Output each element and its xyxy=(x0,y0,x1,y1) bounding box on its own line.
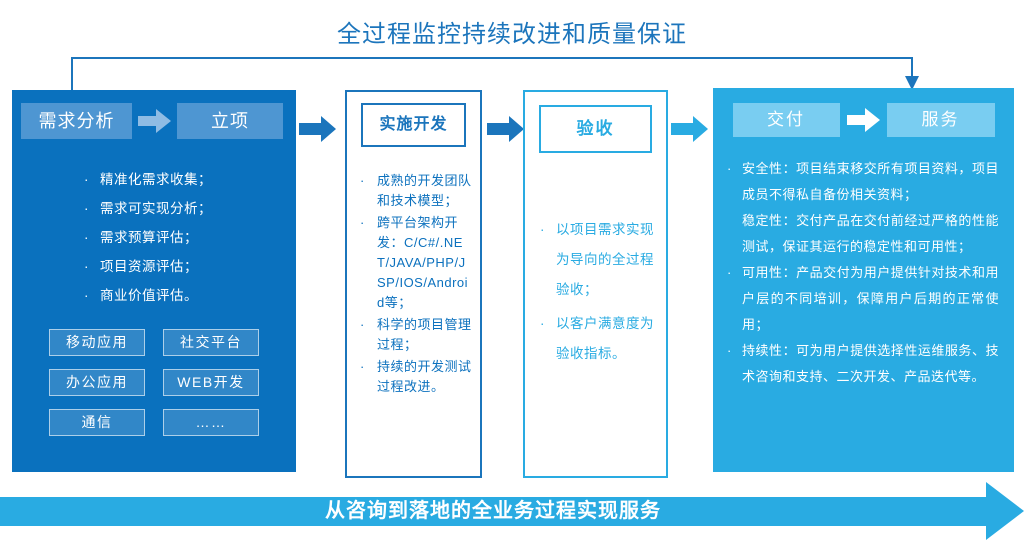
list-item: · 安全性：项目结束移交所有项目资料，项目成员不得私自备份相关资料； xyxy=(727,156,999,208)
arrow-head-icon xyxy=(986,482,1024,540)
delivery-header-row: 交付 服务 xyxy=(713,88,1014,137)
list-item: 稳定性：交付产品在交付前经过严格的性能测试，保证其运行的稳定性和可用性； xyxy=(727,208,999,260)
list-item: · 科学的项目管理过程； xyxy=(360,315,472,355)
list-item: · 需求可实现分析； xyxy=(84,194,296,223)
bullet-text: 以项目需求实现为导向的全过程验收； xyxy=(556,222,654,297)
step-project-approval: 立项 xyxy=(177,103,283,139)
bullet-dot-icon: · xyxy=(727,343,732,358)
development-bullet-list: · 成熟的开发团队和技术模型； · 跨平台架构开发：C/C#/.NET/JAVA/P… xyxy=(347,171,480,397)
flow-arrow-icon xyxy=(671,116,708,142)
application-tag-grid: 移动应用 社交平台 办公应用 WEB开发 通信 …… xyxy=(12,329,296,436)
bullet-dot-icon: · xyxy=(84,288,89,303)
bullet-text: 需求预算评估； xyxy=(100,230,198,245)
list-item: · 项目资源评估； xyxy=(84,252,296,281)
development-panel: 实施开发 · 成熟的开发团队和技术模型； · 跨平台架构开发：C/C#/.NET/J… xyxy=(345,90,482,478)
bullet-dot-icon: · xyxy=(360,215,365,230)
flow-arrow-icon xyxy=(487,116,524,142)
arrow-right-icon xyxy=(846,108,880,132)
bullet-dot-icon: · xyxy=(360,173,365,188)
bottom-banner-label: 从咨询到落地的全业务过程实现服务 xyxy=(325,500,661,522)
bullet-text: 科学的项目管理过程； xyxy=(377,317,472,352)
monitoring-bracket-line xyxy=(71,57,919,96)
bullet-text: 持续的开发测试过程改进。 xyxy=(377,359,472,394)
list-item: · 商业价值评估。 xyxy=(84,281,296,310)
requirements-bullet-list: · 精准化需求收集； · 需求可实现分析； · 需求预算评估； · 项目资源评估； · 商… xyxy=(12,165,296,310)
bullet-dot-icon: · xyxy=(360,317,365,332)
bullet-dot-icon: · xyxy=(84,172,89,187)
step-acceptance: 验收 xyxy=(539,105,652,153)
acceptance-panel: 验收 · 以项目需求实现为导向的全过程验收； · 以客户满意度为验收指标。 xyxy=(523,90,668,478)
tag-web-dev: WEB开发 xyxy=(163,369,259,396)
step-service: 服务 xyxy=(886,103,995,137)
bullet-text: 项目资源评估； xyxy=(100,259,198,274)
acceptance-bullet-list: · 以项目需求实现为导向的全过程验收； · 以客户满意度为验收指标。 xyxy=(525,215,666,369)
list-item: · 持续的开发测试过程改进。 xyxy=(360,357,472,397)
bullet-dot-icon: · xyxy=(84,259,89,274)
bullet-dot-icon xyxy=(727,208,742,260)
bullet-text: 成熟的开发团队和技术模型； xyxy=(377,173,472,208)
step-requirements-analysis: 需求分析 xyxy=(21,103,132,139)
arrow-right-icon xyxy=(138,109,171,133)
bullet-text: 以客户满意度为验收指标。 xyxy=(556,316,654,361)
delivery-panel: 交付 服务 · 安全性：项目结束移交所有项目资料，项目成员不得私自备份相关资料； … xyxy=(713,88,1014,472)
bullet-dot-icon: · xyxy=(540,222,545,237)
bullet-dot-icon: · xyxy=(727,265,732,280)
bullet-text: 可用性：产品交付为用户提供针对技术和用户层的不同培训，保障用户后期的正常使用； xyxy=(742,265,999,332)
list-item: · 持续性：可为用户提供选择性运维服务、技术咨询和支持、二次开发、产品迭代等。 xyxy=(727,338,999,390)
flow-arrow-icon xyxy=(299,116,336,142)
bullet-text: 商业价值评估。 xyxy=(100,288,198,303)
list-item: · 精准化需求收集； xyxy=(84,165,296,194)
list-item: · 成熟的开发团队和技术模型； xyxy=(360,171,472,211)
bullet-dot-icon: · xyxy=(84,230,89,245)
diagram-title: 全过程监控持续改进和质量保证 xyxy=(337,21,687,48)
list-item: · 以项目需求实现为导向的全过程验收； xyxy=(540,215,660,305)
tag-communication: 通信 xyxy=(49,409,145,436)
bullet-dot-icon: · xyxy=(360,359,365,374)
delivery-bullet-list: · 安全性：项目结束移交所有项目资料，项目成员不得私自备份相关资料； 稳定性：交付… xyxy=(713,156,1014,390)
tag-office-app: 办公应用 xyxy=(49,369,145,396)
bullet-dot-icon: · xyxy=(727,161,732,176)
list-item: · 跨平台架构开发：C/C#/.NET/JAVA/PHP/JSP/IOS/Andr… xyxy=(360,213,472,313)
bullet-text: 跨平台架构开发：C/C#/.NET/JAVA/PHP/JSP/IOS/Andro… xyxy=(377,215,469,310)
bullet-text: 精准化需求收集； xyxy=(100,172,212,187)
requirements-panel: 需求分析 立项 · 精准化需求收集； · 需求可实现分析； · 需求预算评估； · 项目… xyxy=(12,90,296,472)
bullet-dot-icon: · xyxy=(540,316,545,331)
bullet-dot-icon: · xyxy=(84,201,89,216)
bullet-text: 安全性：项目结束移交所有项目资料，项目成员不得私自备份相关资料； xyxy=(742,161,999,202)
step-implementation-development: 实施开发 xyxy=(361,103,466,147)
bottom-banner-arrow xyxy=(0,497,986,526)
list-item: · 需求预算评估； xyxy=(84,223,296,252)
requirements-header-row: 需求分析 立项 xyxy=(12,90,296,139)
list-item: · 可用性：产品交付为用户提供针对技术和用户层的不同培训，保障用户后期的正常使用； xyxy=(727,260,999,338)
arrow-down-icon xyxy=(905,76,919,90)
tag-mobile-app: 移动应用 xyxy=(49,329,145,356)
bullet-text: 稳定性：交付产品在交付前经过严格的性能测试，保证其运行的稳定性和可用性； xyxy=(742,213,999,254)
tag-ellipsis: …… xyxy=(163,409,259,436)
tag-social-platform: 社交平台 xyxy=(163,329,259,356)
list-item: · 以客户满意度为验收指标。 xyxy=(540,309,660,369)
bullet-text: 持续性：可为用户提供选择性运维服务、技术咨询和支持、二次开发、产品迭代等。 xyxy=(742,343,999,384)
step-delivery: 交付 xyxy=(732,103,840,137)
bullet-text: 需求可实现分析； xyxy=(100,201,212,216)
